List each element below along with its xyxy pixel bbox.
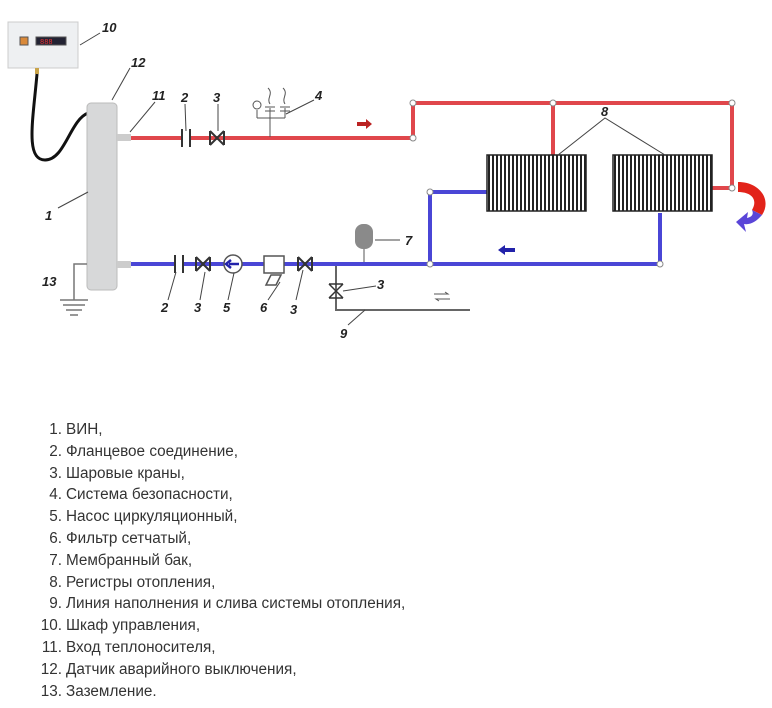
legend-item: 7.Мембранный бак, xyxy=(20,550,405,572)
legend-number: 9. xyxy=(49,595,62,613)
radiator-right xyxy=(612,154,713,212)
legend-number: 2. xyxy=(49,442,62,460)
legend-text: Датчик аварийного выключения, xyxy=(66,660,297,678)
legend-item: 8.Регистры отопления, xyxy=(20,572,405,594)
legend-number: 4. xyxy=(49,486,62,504)
legend-text: Регистры отопления, xyxy=(66,573,216,591)
flow-arrow-return xyxy=(498,245,515,255)
callout-12: 12 xyxy=(131,55,146,70)
callout-10: 10 xyxy=(102,20,117,35)
callout-1: 1 xyxy=(45,208,52,223)
legend-text: Вход теплоносителя, xyxy=(66,638,216,656)
flange-bottom xyxy=(174,255,184,273)
callout-6: 6 xyxy=(260,300,268,315)
legend-number: 13. xyxy=(40,682,62,700)
legend-item: 10.Шкаф управления, xyxy=(20,615,405,637)
ball-valve-bottom-1 xyxy=(195,256,211,272)
legend-item: 5.Насос циркуляционный, xyxy=(20,506,405,528)
legend-number: 11. xyxy=(41,638,62,656)
drain-line xyxy=(328,266,470,311)
callout-5: 5 xyxy=(223,300,231,315)
legend-number: 6. xyxy=(49,529,62,547)
legend-item: 12.Датчик аварийного выключения, xyxy=(20,659,405,681)
legend-number: 12. xyxy=(40,660,62,678)
legend-number: 5. xyxy=(49,508,62,526)
ground-symbol xyxy=(60,263,88,316)
sensor-cable xyxy=(30,73,89,162)
callout-11: 11 xyxy=(152,88,166,103)
legend-item: 4.Система безопасности, xyxy=(20,484,405,506)
callout-7: 7 xyxy=(405,233,413,248)
legend-text: Система безопасности, xyxy=(66,486,233,504)
callout-13: 13 xyxy=(42,274,57,289)
legend-text: Мембранный бак, xyxy=(66,551,193,569)
circulation-pump xyxy=(223,254,243,274)
outlet-stub xyxy=(117,261,131,268)
legend-text: Шкаф управления, xyxy=(66,617,201,635)
callout-2-top: 2 xyxy=(180,90,189,105)
legend-item: 13.Заземление. xyxy=(20,681,405,703)
callout-3-bottom-1: 3 xyxy=(194,300,202,315)
membrane-tank xyxy=(355,224,373,262)
callout-3-top: 3 xyxy=(213,90,221,105)
legend-text: Заземление. xyxy=(66,682,157,700)
control-cabinet: 888 xyxy=(7,21,79,74)
heater-column xyxy=(86,102,118,291)
legend-item: 6.Фильтр сетчатый, xyxy=(20,528,405,550)
ball-valve-top xyxy=(209,130,225,146)
legend-text: Насос циркуляционный, xyxy=(66,508,238,526)
legend-text: Фланцевое соединение, xyxy=(66,442,238,460)
legend-item: 11.Вход теплоносителя, xyxy=(20,637,405,659)
legend-number: 7. xyxy=(49,551,62,569)
legend-text: Шаровые краны, xyxy=(66,464,185,482)
legend-item: 9.Линия наполнения и слива системы отопл… xyxy=(20,593,405,615)
callout-9: 9 xyxy=(340,326,348,341)
callout-3-bottom-2: 3 xyxy=(290,302,298,317)
return-pipes xyxy=(131,188,664,268)
flange-top xyxy=(181,129,191,147)
legend-number: 3. xyxy=(49,464,62,482)
legend-text: ВИН, xyxy=(66,421,103,438)
legend-list: 1.ВИН,2.Фланцевое соединение,3.Шаровые к… xyxy=(20,419,406,703)
legend-item: 3.Шаровые краны, xyxy=(20,463,405,485)
legend-number: 1. xyxy=(49,421,62,438)
strainer-filter xyxy=(263,255,285,286)
legend-item: 1.ВИН, xyxy=(20,419,405,441)
radiator-left xyxy=(486,154,587,212)
heating-system-diagram: 888 xyxy=(7,20,766,341)
circulation-arrow-icon xyxy=(736,182,766,232)
svg-text:888: 888 xyxy=(40,39,53,47)
legend-item: 2.Фланцевое соединение, xyxy=(20,441,405,463)
legend-number: 8. xyxy=(49,573,62,591)
ball-valve-bottom-2 xyxy=(297,256,313,272)
callout-8: 8 xyxy=(601,104,609,119)
flow-arrow-supply xyxy=(357,119,372,129)
callout-3-drain: 3 xyxy=(377,277,385,292)
legend-text: Фильтр сетчатый, xyxy=(66,529,192,547)
legend-number: 10. xyxy=(40,617,62,635)
callout-4: 4 xyxy=(314,88,323,103)
callout-2-bottom: 2 xyxy=(160,300,169,315)
supply-pipes xyxy=(131,99,736,192)
inlet-stub xyxy=(117,134,131,141)
legend-text: Линия наполнения и слива системы отоплен… xyxy=(66,595,406,613)
callout-leaders xyxy=(57,32,666,326)
safety-group xyxy=(252,87,290,137)
